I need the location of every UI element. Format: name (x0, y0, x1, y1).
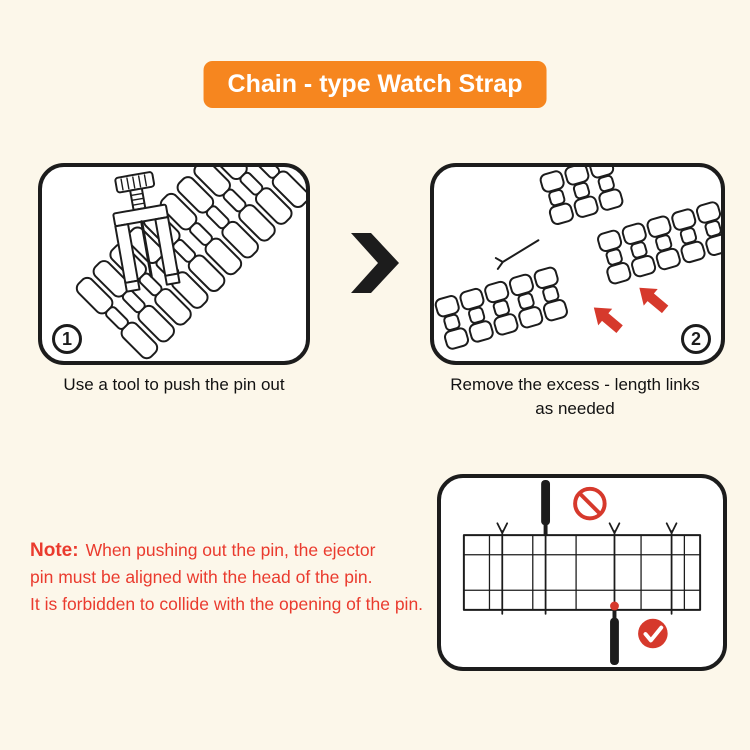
note-line-2: pin must be aligned with the head of the… (30, 567, 373, 587)
next-step-chevron-icon (351, 233, 399, 293)
check-icon (638, 618, 668, 649)
loose-pin-drawing (494, 239, 540, 270)
step2-number-badge: 2 (681, 324, 711, 354)
step1-number-badge: 1 (52, 324, 82, 354)
strap-cross-section-drawing (462, 522, 702, 615)
alignment-detail-panel (437, 474, 727, 671)
note-line-3: It is forbidden to collide with the open… (30, 594, 424, 614)
link-remover-tool-drawing (112, 171, 181, 293)
red-arrow-icon (593, 307, 623, 333)
note: Note: When pushing out the pin, the eject… (30, 537, 462, 618)
step1-number: 1 (61, 328, 72, 349)
step2-caption: Remove the excess - length links as need… (420, 373, 730, 421)
note-label: Note: (30, 540, 79, 561)
step1-panel: 1 (38, 163, 310, 365)
strap-right-drawing (595, 199, 721, 286)
page-title: Chain - type Watch Strap (227, 70, 523, 98)
ejector-pin-top-drawing (541, 479, 551, 536)
removed-links-drawing (538, 167, 625, 227)
step2-number: 2 (690, 328, 701, 349)
pin-alignment-illustration (462, 479, 702, 666)
pin-removal-tool-illustration (72, 167, 306, 361)
note-line-1: Note: When pushing out the pin, the eject… (30, 537, 462, 564)
watch-strap-drawing (72, 167, 306, 361)
strap-left-drawing (434, 265, 570, 352)
red-arrow-icon (639, 287, 669, 314)
title-banner: Chain - type Watch Strap (203, 61, 547, 108)
no-sign-icon (573, 486, 607, 521)
step2-caption-line1: Remove the excess - length links (450, 375, 700, 394)
strap-links-illustration (434, 167, 721, 352)
step2-caption-line2: as needed (535, 399, 615, 418)
step2-panel: 2 (430, 163, 725, 365)
ejector-pin-bottom-drawing (610, 601, 619, 666)
step1-caption: Use a tool to push the pin out (63, 375, 285, 394)
note-text-1: When pushing out the pin, the ejector (85, 540, 376, 560)
